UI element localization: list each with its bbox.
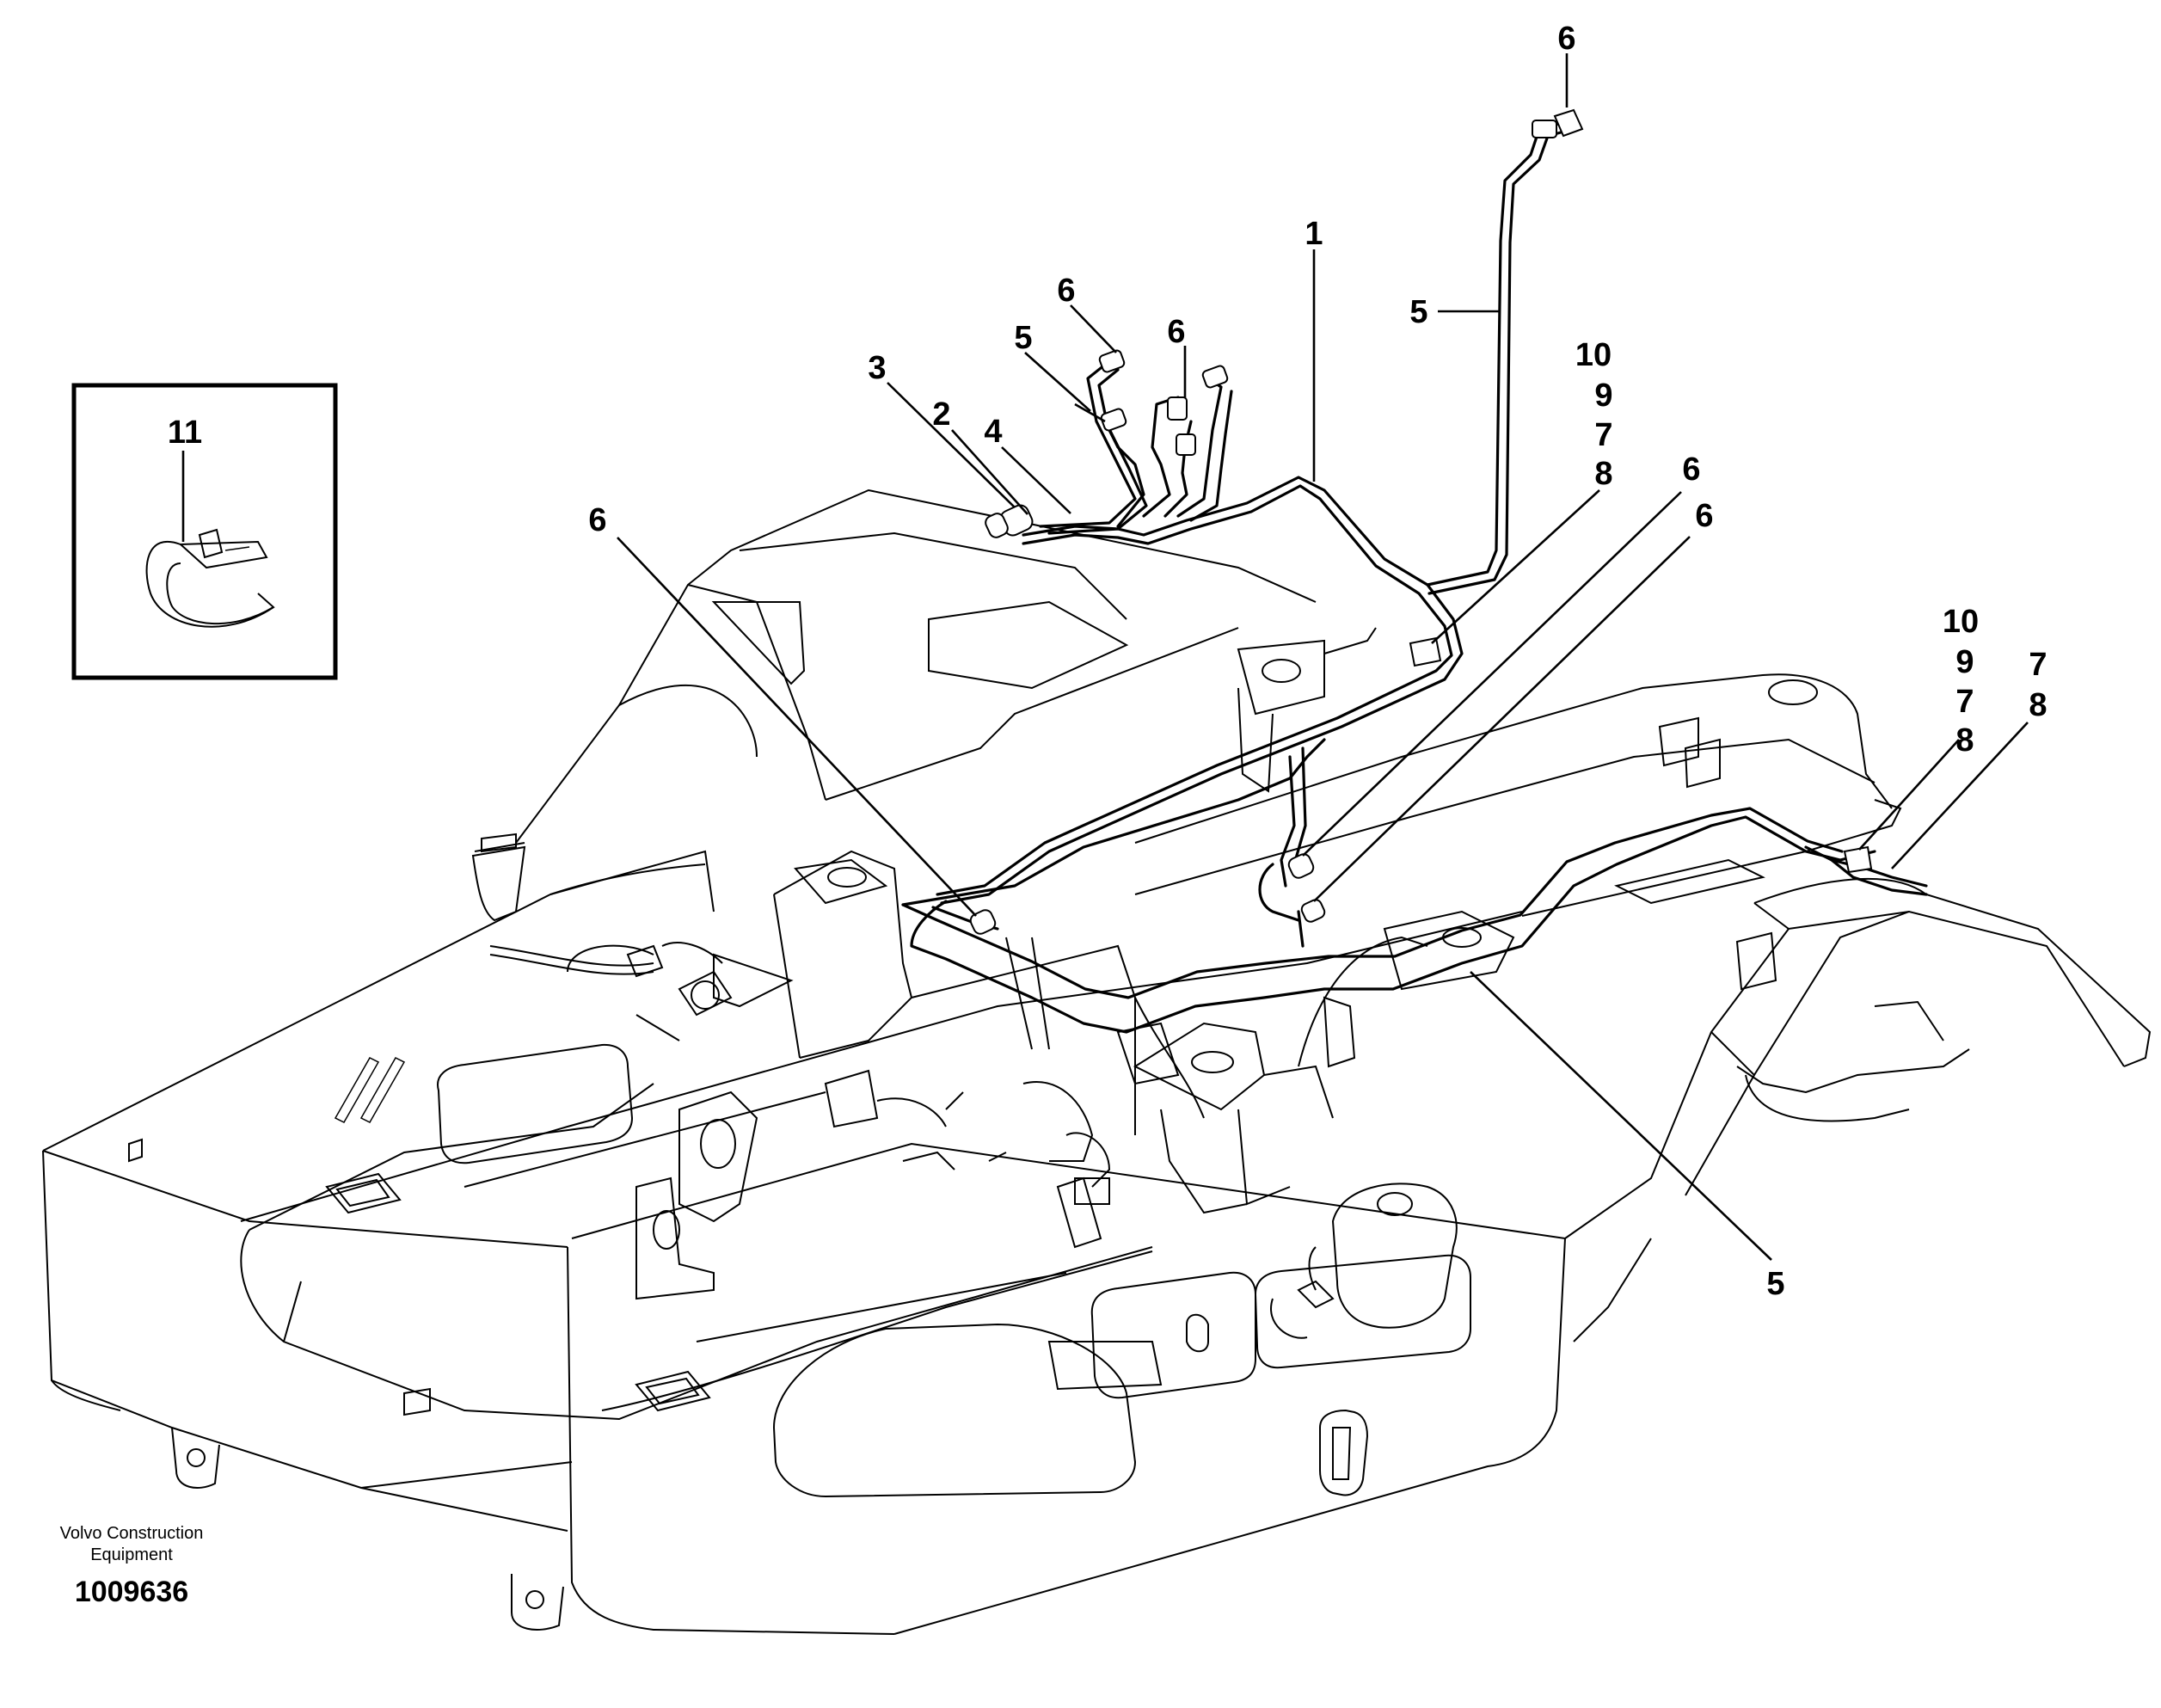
callout-6-d: 6 bbox=[1695, 498, 1713, 534]
fitting-center-1 bbox=[1287, 853, 1315, 879]
callout-8-b: 8 bbox=[1955, 722, 1974, 759]
callout-6-top: 6 bbox=[1557, 21, 1575, 57]
detail-inset-frame bbox=[71, 383, 338, 680]
callout-6-a: 6 bbox=[1057, 273, 1075, 309]
callout-5-a: 5 bbox=[1014, 320, 1032, 356]
step-plate-left bbox=[325, 1172, 402, 1214]
callout-7-b: 7 bbox=[1955, 684, 1974, 720]
fitting-clip-upper bbox=[1409, 636, 1442, 667]
callout-1: 1 bbox=[1305, 216, 1323, 252]
drawing-number: 1009636 bbox=[75, 1576, 188, 1608]
callout-6-b: 6 bbox=[1167, 314, 1185, 350]
pipe-routing bbox=[901, 123, 1928, 1034]
callout-5-right: 5 bbox=[1409, 294, 1427, 330]
filter-unit-right bbox=[1270, 1183, 1458, 1339]
callout-3: 3 bbox=[868, 350, 886, 386]
fitting-center-2 bbox=[1300, 899, 1326, 923]
hose-clamp-detail bbox=[145, 451, 275, 628]
brand-line-1: Volvo Construction bbox=[60, 1524, 204, 1543]
step-plate-center bbox=[635, 1370, 711, 1412]
callout-labels: 6 1 5 6 5 6 3 2 4 10 9 7 8 6 6 6 11 10 9… bbox=[168, 21, 2047, 1302]
callout-9-a: 9 bbox=[1594, 378, 1612, 414]
callout-6-c: 6 bbox=[1682, 452, 1700, 488]
callout-7-c: 7 bbox=[2029, 647, 2047, 683]
leader-lines bbox=[617, 53, 2029, 1261]
callout-5-bottom: 5 bbox=[1766, 1266, 1784, 1302]
callout-4: 4 bbox=[984, 414, 1002, 450]
callout-7-a: 7 bbox=[1594, 417, 1612, 453]
drawing-credits: Volvo Construction Equipment 1009636 bbox=[60, 1524, 204, 1608]
fitting-left-connector bbox=[969, 909, 997, 935]
inspection-cover-center bbox=[1090, 1271, 1256, 1399]
lifting-eye-front bbox=[511, 1574, 564, 1631]
access-hatch-front bbox=[772, 1323, 1163, 1498]
callout-10-b: 10 bbox=[1943, 604, 1979, 640]
fitting-top-right bbox=[1532, 108, 1584, 138]
callout-8-c: 8 bbox=[2029, 687, 2047, 723]
fitting-cluster-upper bbox=[1098, 349, 1229, 456]
inspection-cover-left bbox=[437, 1043, 634, 1164]
fitting-end-connector bbox=[985, 504, 1034, 538]
fitting-clip-right bbox=[1843, 845, 1873, 874]
machine-frame bbox=[42, 488, 2152, 1635]
callout-8-a: 8 bbox=[1594, 456, 1612, 492]
brand-line-2: Equipment bbox=[90, 1545, 173, 1564]
lifting-eye-left bbox=[171, 1427, 220, 1489]
callout-9-b: 9 bbox=[1955, 644, 1974, 680]
inspection-cover-right bbox=[1254, 1254, 1471, 1369]
callout-6-left: 6 bbox=[588, 502, 606, 538]
callout-2: 2 bbox=[932, 396, 950, 433]
callout-10-a: 10 bbox=[1575, 337, 1612, 373]
side-handle bbox=[1319, 1409, 1369, 1496]
callout-11: 11 bbox=[168, 415, 202, 451]
